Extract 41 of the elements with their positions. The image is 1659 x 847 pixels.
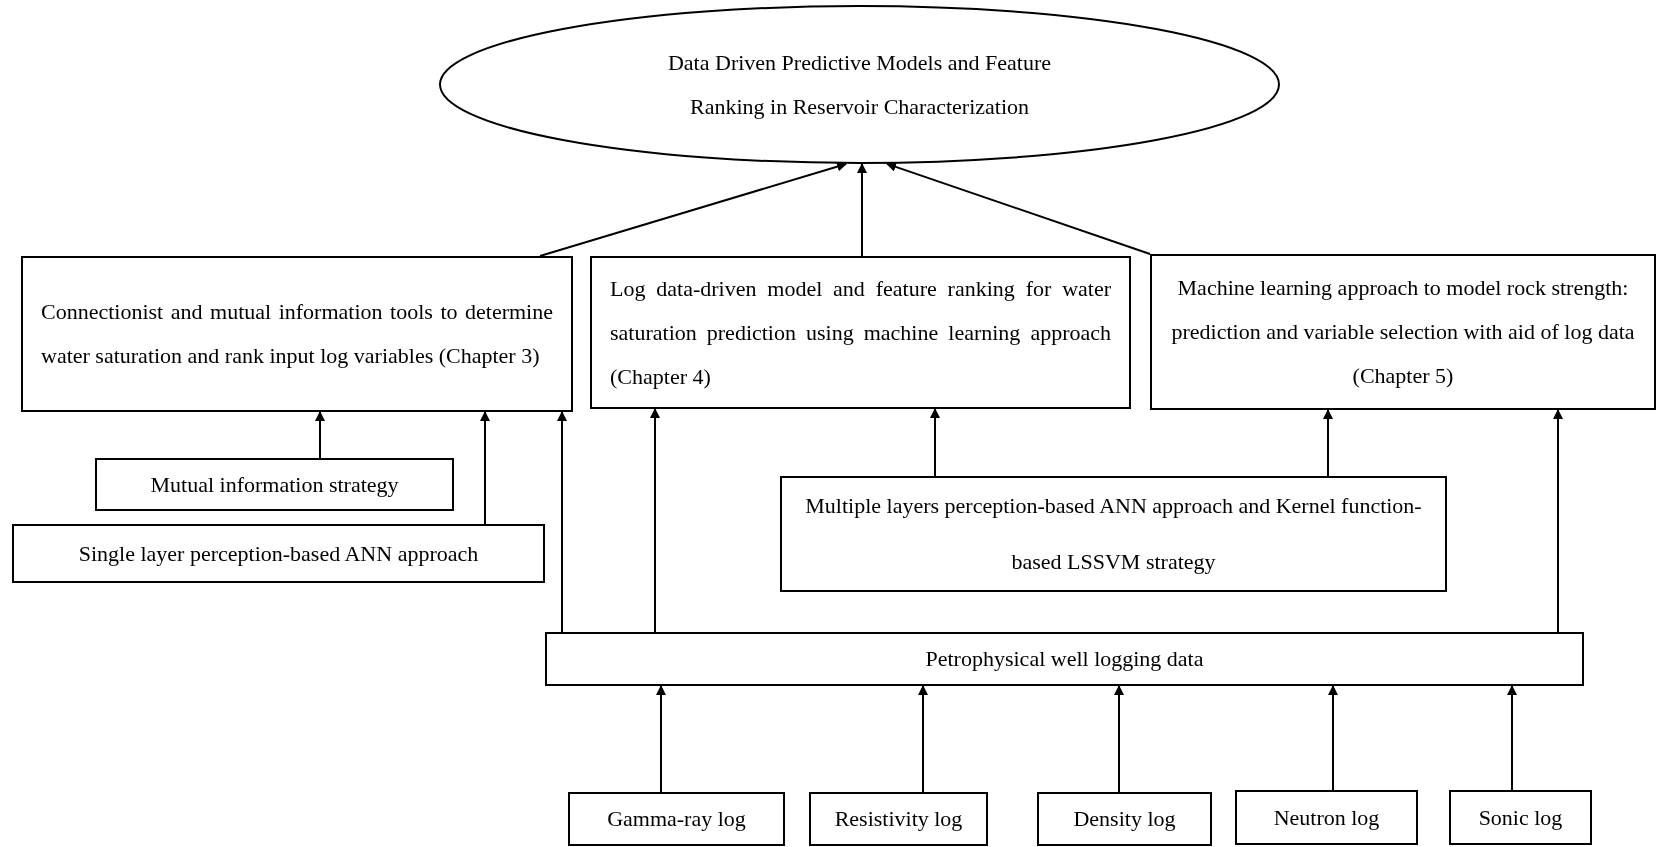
- node-label: Mutual information strategy: [149, 470, 400, 499]
- node-label: Petrophysical well logging data: [924, 645, 1205, 673]
- process-box: [545, 632, 1584, 686]
- process-box: [1449, 790, 1592, 845]
- arrow: [656, 685, 666, 793]
- process-box: [95, 458, 454, 511]
- process-box: [1150, 254, 1656, 410]
- process-box: [590, 256, 1131, 409]
- arrow: [650, 408, 660, 633]
- arrow: [1328, 685, 1338, 791]
- node-label: Neutron log: [1272, 803, 1381, 832]
- arrow: [1507, 685, 1517, 791]
- node-label: Connectionist and mutual information tools to determine water saturation and rank input log variables (Chapter 3): [40, 298, 554, 370]
- process-box: [1037, 792, 1212, 846]
- node-label: Gamma-ray log: [606, 805, 747, 833]
- process-box: [568, 792, 785, 846]
- arrow: [918, 685, 928, 793]
- arrow: [857, 163, 867, 257]
- node-label: Resistivity log: [833, 805, 964, 833]
- arrow: [1114, 685, 1124, 793]
- arrow: [1553, 409, 1563, 633]
- arrow: [315, 411, 325, 459]
- node-label: Single layer perception-based ANN approach: [77, 539, 480, 568]
- node-label: Density log: [1072, 805, 1177, 833]
- node-label: Log data-driven model and feature ranking for water saturation prediction using machine learning approach (Chapter 4): [609, 274, 1112, 391]
- process-box: [21, 256, 573, 412]
- node-label: Data Driven Predictive Models and Feature Ranking in Reservoir Characterization: [666, 48, 1052, 121]
- node-label: Multiple layers perception-based ANN approach and Kernel function-based LSSVM strategy: [804, 492, 1423, 576]
- process-box: [809, 792, 988, 846]
- arrow: [539, 161, 847, 257]
- arrow: [886, 162, 1151, 255]
- arrow: [930, 408, 940, 477]
- process-box: [780, 476, 1447, 592]
- node-label: Sonic log: [1477, 803, 1564, 832]
- arrow: [557, 411, 567, 633]
- arrow: [1323, 409, 1333, 477]
- process-box: [12, 524, 545, 583]
- ellipse-node: [439, 5, 1280, 164]
- node-label: Machine learning approach to model rock strength: prediction and variable selection with aid of log data (Chapter 5): [1170, 274, 1636, 390]
- process-box: [1235, 790, 1418, 845]
- arrow: [480, 411, 490, 525]
